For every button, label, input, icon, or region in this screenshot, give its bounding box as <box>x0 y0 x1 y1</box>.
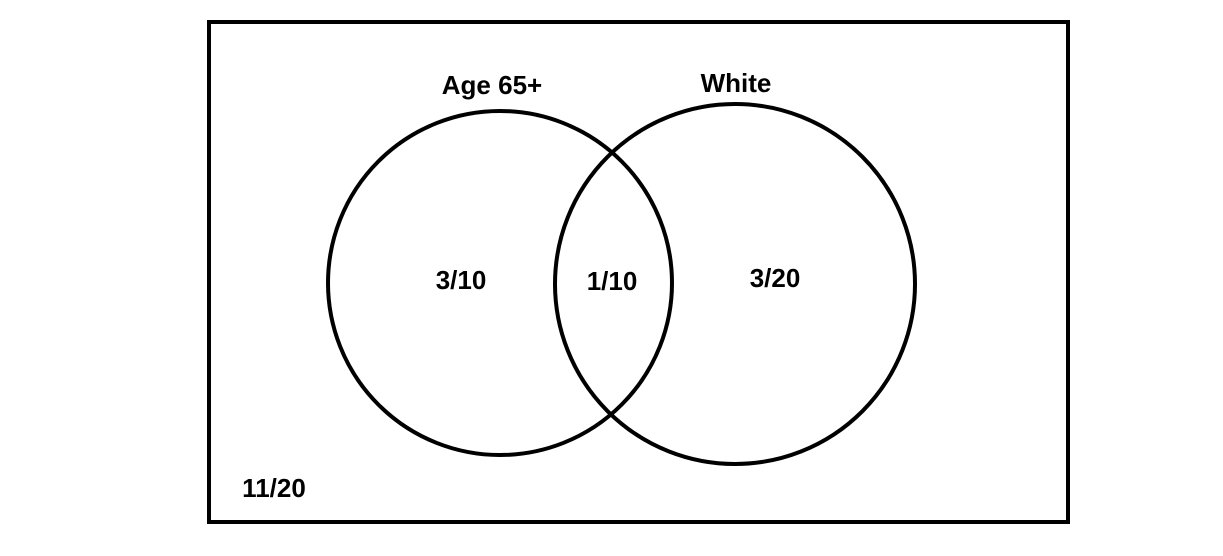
age-65-plus-label: Age 65+ <box>442 70 542 100</box>
universal-set-frame <box>207 20 1070 524</box>
age-only-region-value: 3/10 <box>436 265 487 295</box>
intersection-region-value: 1/10 <box>587 266 638 296</box>
white-label: White <box>701 68 772 98</box>
white-circle <box>553 102 917 466</box>
white-only-region-value: 3/20 <box>750 263 801 293</box>
neither-region-value: 11/20 <box>242 473 306 503</box>
age-65-plus-circle <box>326 109 674 457</box>
